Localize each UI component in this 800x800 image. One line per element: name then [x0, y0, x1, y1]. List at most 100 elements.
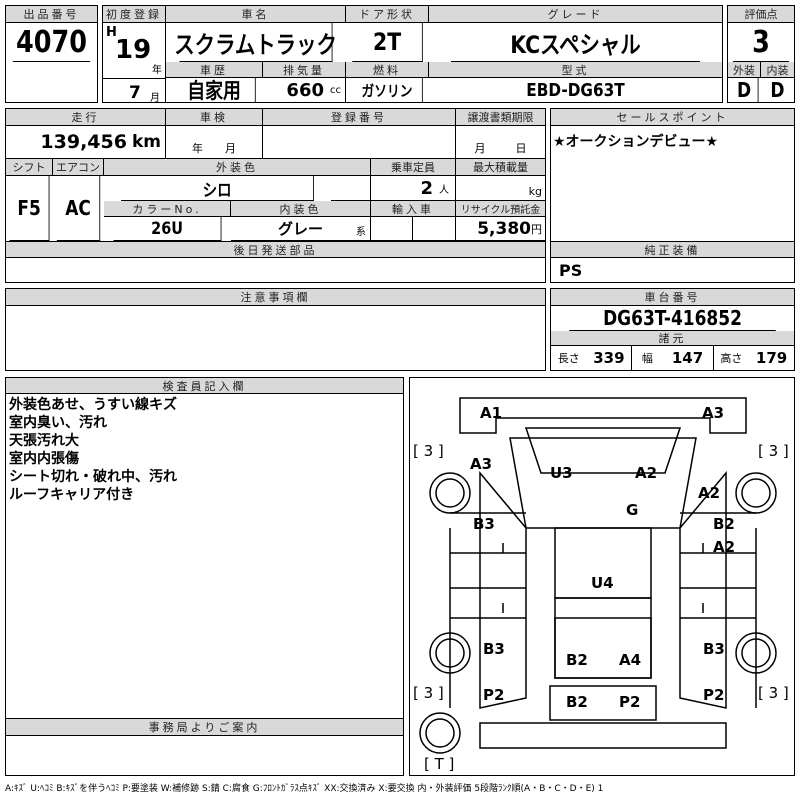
recycle-value: 5,380 [477, 218, 531, 239]
inspector-label: 検査員記入欄 [6, 378, 403, 394]
damage-mark: B2 [713, 515, 735, 533]
model-code: EBD-DG63T [526, 79, 625, 101]
damage-mark: U3 [550, 464, 573, 482]
length: 339 [593, 349, 625, 367]
damage-diagram: A1 A3 A3 U3 A2 A2 G B3 B2 A2 U4 B3 B3 B2… [409, 377, 795, 776]
mileage-value: 139,456 [40, 131, 127, 153]
note-line: 天張汚れ大 [9, 433, 79, 449]
import-label: 輸入車 [371, 201, 456, 217]
note-line: 室内内張傷 [9, 451, 79, 467]
ext-color-label: 外装色 [104, 159, 371, 176]
office-label: 事務局よりご案内 [6, 719, 403, 736]
lot-box: 出品番号 4070 [5, 5, 98, 103]
note-line: 室内臭い、汚れ [9, 415, 107, 431]
spare-tire-grade: [ T ] [424, 755, 455, 773]
model-label: 型式 [429, 62, 722, 78]
int-color-label: 内装色 [231, 201, 371, 217]
damage-mark: A2 [713, 538, 736, 556]
damage-mark: A1 [480, 404, 503, 422]
era: H [106, 25, 117, 40]
tire-grade: [ 3 ] [413, 442, 444, 460]
displacement-label: 排気量 [263, 62, 346, 78]
ac-label: エアコン [53, 159, 104, 176]
max-load: kg [456, 176, 545, 201]
ext-color-extra [331, 176, 371, 201]
reg-no-label: 登録番号 [263, 109, 456, 126]
displacement-unit: cc [330, 84, 341, 96]
grade-label: グレード [429, 6, 722, 23]
lot-label: 出品番号 [6, 6, 97, 23]
color-no-label: カラーNo. [104, 201, 231, 217]
notes-box: 注意事項欄 [5, 288, 546, 371]
width-label: 幅 [641, 352, 653, 365]
length-label: 長さ [557, 352, 580, 365]
score-label: 評価点 [728, 6, 794, 23]
equipment: PS [559, 261, 583, 280]
int-color-value: グレー [277, 220, 323, 238]
sales-point-label: セールスポイント [551, 109, 794, 126]
width: 147 [671, 349, 704, 367]
damage-mark: A2 [635, 464, 658, 482]
spec-label: 諸元 [551, 331, 794, 346]
car-outline [419, 397, 777, 754]
fuel-label: 燃料 [346, 62, 429, 78]
mileage-label: 走行 [6, 109, 166, 126]
transfer-day-unit: 日 [515, 142, 527, 155]
reg-no [263, 126, 456, 159]
capacity-label: 乗車定員 [371, 159, 456, 176]
import-value [371, 217, 413, 241]
tire-grade: [ 3 ] [413, 684, 444, 702]
inspection-year-unit: 年 [192, 142, 203, 155]
capacity-value: 2 [420, 177, 433, 199]
transfer-month-unit: 月 [474, 142, 486, 155]
vehicle-info: 初度登録 車名 ドア形状 グレード H 19 年 7 月 スクラムトラック 2T… [102, 5, 723, 104]
history: 自家用 [173, 78, 256, 103]
damage-mark: A3 [470, 455, 493, 473]
note-line: シート切れ・破れ中、汚れ [9, 469, 177, 485]
year: 19 [115, 35, 152, 65]
car-name: スクラムトラック [174, 23, 337, 62]
grade: KCスペシャル [450, 23, 701, 62]
damage-mark: G [626, 501, 639, 519]
damage-mark: B2 [566, 693, 588, 711]
ext-score-label: 外装 [728, 62, 761, 78]
door-label: ドア形状 [346, 6, 429, 23]
height-label: 高さ [720, 352, 743, 365]
history-label: 車歴 [166, 62, 263, 78]
later-parts-label: 後日発送部品 [6, 241, 545, 258]
note-line: 外装色あせ、うすい線キズ [9, 397, 177, 413]
import-value-2 [413, 217, 456, 241]
tire-grade: [ 3 ] [758, 442, 789, 460]
recycle-label: リサイクル預託金 [456, 201, 545, 217]
int-color-unit: 系 [356, 227, 366, 238]
int-color: グレー 系 [231, 217, 371, 241]
max-load-label: 最大積載量 [456, 159, 545, 176]
damage-mark: P2 [483, 686, 505, 704]
capacity-unit: 人 [439, 184, 449, 196]
inspection-label: 車検 [166, 109, 263, 126]
height: 179 [755, 349, 788, 367]
damage-mark: P2 [703, 686, 725, 704]
int-score-label: 内装 [761, 62, 794, 78]
inspector-box: 検査員記入欄 外装色あせ、うすい線キズ 室内臭い、汚れ 天張汚れ大 室内内張傷 … [5, 377, 404, 719]
inspection: 年月 [166, 126, 263, 159]
note-line: ルーフキャリア付き [9, 487, 135, 503]
transfer-label: 譲渡書類期限 [456, 109, 545, 126]
score-box: 評価点 3 外装 内装 D D [727, 5, 795, 103]
damage-mark: A3 [702, 404, 725, 422]
first-reg: H 19 年 7 月 [103, 23, 166, 104]
first-reg-label: 初度登録 [103, 6, 166, 23]
fuel: ガソリン [352, 78, 423, 102]
spec-row: 長さ 339 幅 147 高さ 179 [551, 346, 794, 370]
ext-color: シロ [121, 176, 314, 201]
damage-mark: B2 [566, 651, 588, 669]
month-unit: 月 [150, 93, 160, 104]
inspection-month-unit: 月 [225, 142, 236, 155]
recycle-unit: 円 [531, 222, 542, 236]
year-unit: 年 [152, 65, 162, 76]
damage-mark: A4 [619, 651, 642, 669]
